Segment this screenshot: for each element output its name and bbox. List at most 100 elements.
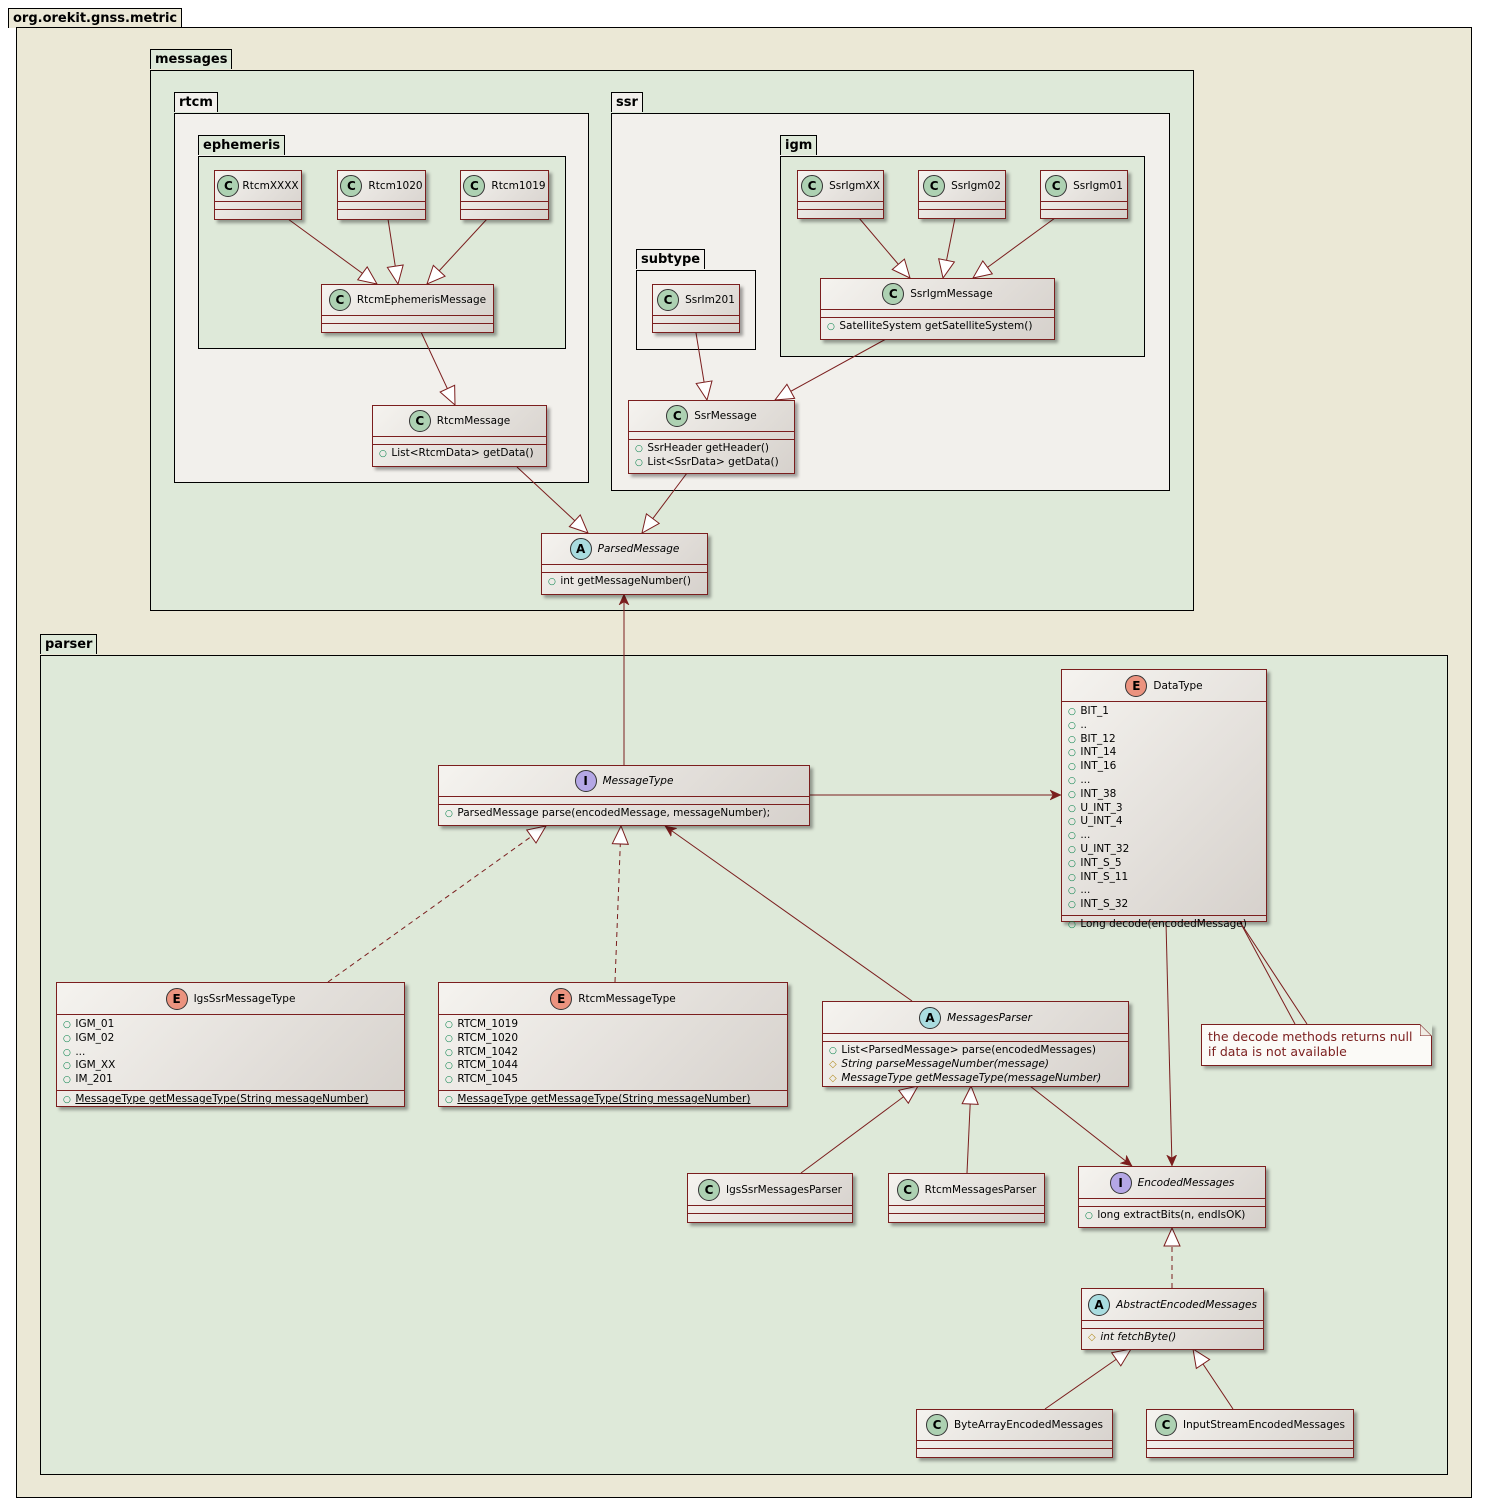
class-rtcm1019[interactable]: C Rtcm1019 — [460, 170, 549, 220]
package-tab-ephemeris: ephemeris — [198, 135, 286, 155]
enum-value: BIT_12 — [1080, 732, 1116, 745]
note-anchor-2 — [1239, 921, 1296, 1025]
edge-rtcmxxxx-extends — [287, 218, 377, 284]
package-tab-root: org.orekit.gnss.metric — [8, 8, 183, 28]
class-badge-icon: C — [923, 175, 946, 197]
class-name: IgsSsrMessagesParser — [725, 1183, 843, 1196]
class-name: Rtcm1019 — [491, 180, 546, 192]
class-badge-icon: C — [463, 175, 486, 197]
enum-value: IGM_XX — [75, 1059, 116, 1072]
class-badge-icon: C — [1155, 1414, 1178, 1436]
abstract-badge-icon: A — [919, 1006, 942, 1029]
package-tab-parser: parser — [40, 634, 98, 654]
class-name: SsrIgm01 — [1073, 180, 1123, 192]
class-name: MessageType — [602, 775, 674, 787]
enum-value: IM_201 — [75, 1073, 113, 1086]
edge-igsssrmessagetype-implements — [327, 826, 546, 983]
class-badge-icon: C — [882, 283, 905, 305]
method: SatelliteSystem getSatelliteSystem() — [839, 320, 1033, 332]
edge-ssrmessage-extends — [642, 472, 688, 533]
edge-ssrigm02-extends — [943, 217, 956, 278]
class-name: SsrIm201 — [685, 294, 735, 306]
abstract-badge-icon: A — [569, 538, 592, 560]
enum-value: RTCM_1044 — [457, 1059, 519, 1072]
edge-ssrigmxx-extends — [858, 217, 910, 278]
enum-value: RTCM_1019 — [457, 1018, 519, 1030]
enum-value: RTCM_1045 — [457, 1073, 519, 1086]
edge-bytearray-extends — [1044, 1349, 1131, 1410]
enum-value: U_INT_3 — [1080, 801, 1123, 814]
edge-rtcmmessagetype-implements — [615, 826, 621, 983]
class-name: ByteArrayEncodedMessages — [953, 1419, 1104, 1431]
note-decode-null: the decode methods returns null if data … — [1201, 1024, 1432, 1066]
enum-badge-icon: E — [165, 987, 188, 1010]
class-name: SsrIgm02 — [951, 180, 1001, 192]
class-name: ParsedMessage — [597, 543, 680, 555]
class-badge-icon: C — [328, 289, 351, 311]
enum-value: ... — [1080, 829, 1091, 842]
enum-value: ... — [1080, 884, 1091, 897]
class-name: MessagesParser — [947, 1011, 1032, 1024]
note-anchor — [1239, 921, 1308, 1025]
enum-value: INT_S_32 — [1080, 898, 1129, 911]
method: List<RtcmData> getData() — [391, 447, 534, 459]
class-ssrigmxx[interactable]: C SsrIgmXX — [797, 170, 884, 219]
class-badge-icon: C — [896, 1178, 919, 1201]
class-badge-icon: C — [408, 410, 431, 432]
method: String parseMessageNumber(message) — [841, 1057, 1049, 1070]
class-ssrigm02[interactable]: C SsrIgm02 — [918, 170, 1006, 219]
class-igs-ssr-messages-parser[interactable]: C IgsSsrMessagesParser — [687, 1173, 853, 1223]
class-badge-icon: C — [217, 175, 240, 197]
package-tab-subtype: subtype — [636, 249, 706, 269]
enum-value: U_INT_32 — [1080, 842, 1130, 855]
enum-value: IGM_02 — [75, 1031, 115, 1044]
method: MessageType getMessageType(String messag… — [457, 1092, 751, 1105]
note-line-2: if data is not available — [1208, 1044, 1347, 1059]
edge-datatype-encodedmessages — [1165, 921, 1172, 1166]
method: Long decode(encodedMessage) — [1080, 917, 1247, 930]
enum-badge-icon: E — [550, 987, 573, 1010]
class-name: SsrIgmXX — [829, 180, 880, 192]
edge-rtcmephemeris-extends — [420, 331, 455, 405]
enum-value: RTCM_1042 — [457, 1045, 519, 1058]
note-corner-icon — [1420, 1024, 1432, 1036]
method: MessageType getMessageType(String messag… — [75, 1092, 369, 1105]
class-badge-icon: C — [801, 175, 824, 197]
enum-value: IGM_01 — [75, 1018, 115, 1030]
edge-ssrigmmessage-extends — [775, 338, 887, 400]
edge-igsssrmessagesparser-extends — [800, 1086, 918, 1174]
enum-value: .. — [1080, 718, 1088, 731]
interface-badge-icon: I — [1109, 1171, 1132, 1194]
enum-value: BIT_1 — [1080, 705, 1109, 717]
enum-badge-icon: E — [1125, 674, 1148, 697]
interface-badge-icon: I — [574, 770, 597, 792]
class-name: RtcmXXXX — [242, 180, 299, 192]
method: long extractBits(n, endIsOK) — [1097, 1209, 1246, 1221]
class-name: Rtcm1020 — [368, 180, 423, 192]
class-name: AbstractEncodedMessages — [1116, 1298, 1257, 1311]
package-tab-ssr: ssr — [611, 92, 643, 112]
class-badge-icon: C — [697, 1178, 720, 1201]
note-line-1: the decode methods returns null — [1208, 1029, 1413, 1044]
package-tab-rtcm: rtcm — [174, 92, 218, 112]
